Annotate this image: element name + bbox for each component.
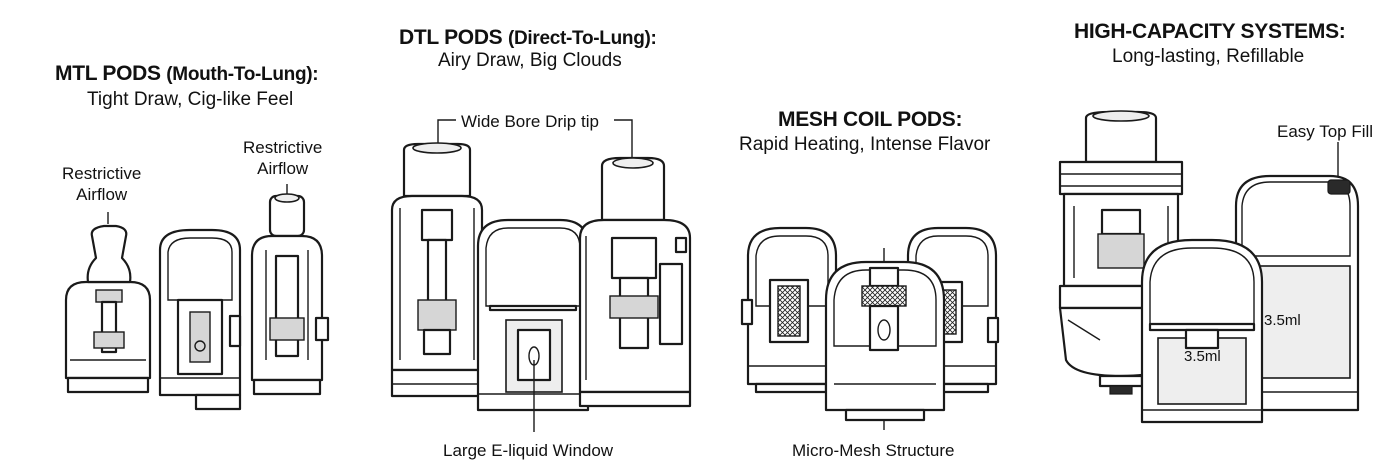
dtl-label-wide-bore-drip-tip: Wide Bore Drip tip (461, 112, 599, 131)
mtl-label-left-text: Restrictive Airflow (62, 164, 142, 204)
mesh-subtitle: Rapid Heating, Intense Flavor (739, 134, 991, 155)
dtl-label-large-eliquid-window: Large E-liquid Window (443, 441, 614, 460)
dtl-title: DTL PODS (Direct-To-Lung): (399, 26, 657, 50)
mtl-title-paren: (Mouth-To-Lung): (166, 64, 319, 85)
dtl-title-paren: (Direct-To-Lung): (507, 28, 657, 49)
mtl-label-restrictive-airflow-right: Restrictive Airflow (243, 137, 322, 179)
hc-capacity-label-back: 3.5ml (1264, 312, 1301, 329)
mtl-pod-right (250, 184, 330, 396)
mtl-title: MTL PODS (Mouth-To-Lung): (55, 62, 319, 86)
dtl-pod-middle (476, 218, 590, 432)
dtl-pod-left (390, 119, 633, 398)
mtl-pod-middle (158, 228, 242, 411)
hc-pod-front (1140, 238, 1264, 424)
mesh-pod-center (824, 248, 946, 430)
mtl-title-main: MTL PODS (55, 62, 161, 85)
hc-title: HIGH-CAPACITY SYSTEMS: (1074, 20, 1346, 43)
dtl-pod-right (578, 156, 692, 408)
dtl-title-main: DTL PODS (399, 26, 503, 49)
dtl-subtitle: Airy Draw, Big Clouds (438, 50, 622, 71)
mesh-title: MESH COIL PODS: (778, 108, 963, 131)
mesh-label-micro-mesh-structure: Micro-Mesh Structure (792, 441, 955, 460)
hc-pod-back (1234, 142, 1360, 412)
mesh-pod-left (740, 226, 838, 394)
mtl-subtitle: Tight Draw, Cig-like Feel (87, 89, 294, 110)
mtl-label-restrictive-airflow-left: Restrictive Airflow (62, 163, 141, 205)
hc-capacity-label-front: 3.5ml (1184, 348, 1221, 365)
mtl-label-right-text: Restrictive Airflow (243, 138, 323, 178)
hc-label-easy-top-fill: Easy Top Fill (1277, 122, 1374, 141)
mtl-pod-left (64, 212, 152, 394)
hc-subtitle: Long-lasting, Refillable (1112, 46, 1305, 67)
